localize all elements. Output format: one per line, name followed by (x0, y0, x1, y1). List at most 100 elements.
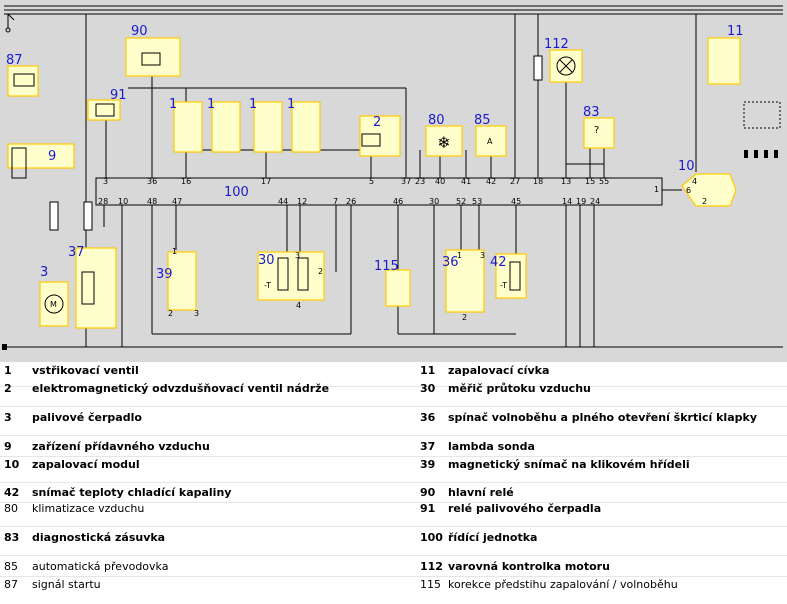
legend-left-text: diagnostická zásuvka (32, 531, 166, 544)
legend-right-text: řídící jednotka (448, 531, 538, 544)
legend-row: 9 zařízení přídavného vzduchu 37 lambda … (0, 438, 787, 457)
legend-left-text: palivové čerpadlo (32, 411, 142, 424)
label-85: 85 (474, 113, 491, 128)
legend-right-text: relé palivového čerpadla (448, 502, 602, 515)
wiring-diagram-svg: ❄ (0, 0, 787, 362)
lambda-heater-icon (81, 271, 95, 305)
component-36 (445, 249, 485, 313)
ecu-box (95, 177, 663, 206)
pin-label: 52 (456, 197, 466, 206)
label-83: 83 (583, 105, 600, 120)
component-1c-box (253, 101, 283, 153)
label-1b: 1 (207, 97, 215, 112)
distributor-icon (743, 101, 781, 129)
fuse-icon (533, 55, 543, 81)
spark-plug-3-icon (764, 150, 768, 158)
legend-right-text: magnetický snímač na klikovém hřídeli (448, 458, 690, 471)
injectors (173, 101, 321, 153)
relay-coil-icon (141, 52, 161, 66)
legend-row: 2 elektromagnetický odvzdušňovací ventil… (0, 380, 787, 407)
component-83-box (583, 117, 615, 149)
legend-right-text: lambda sonda (448, 440, 535, 453)
legend-right-number: 36 (420, 411, 436, 424)
legend-row: 1 vstřikovací ventil 11 zapalovací cívka (0, 362, 787, 387)
legend-right-number: 112 (420, 560, 443, 573)
pump-motor-icon (44, 294, 64, 314)
transmission-letter: A (487, 137, 493, 146)
label-36: 36 (442, 255, 459, 270)
pin-label: 3 (194, 309, 199, 318)
pin-label: 37 (401, 177, 411, 186)
pin-label: 41 (461, 177, 471, 186)
spark-plug-4-icon (774, 150, 778, 158)
pin-label: 42 (486, 177, 496, 186)
label-80: 80 (428, 113, 445, 128)
legend-right-number: 39 (420, 458, 436, 471)
wires-bottom (103, 205, 595, 347)
label-115: 115 (374, 259, 399, 274)
component-91 (87, 99, 121, 121)
start-switch-lever (7, 13, 15, 21)
component-80-box (425, 125, 463, 157)
pin-label: 23 (415, 177, 425, 186)
label-42: 42 (490, 255, 507, 270)
label-2: 2 (373, 115, 381, 130)
legend-table: 1 vstřikovací ventil 11 zapalovací cívka… (0, 362, 787, 604)
component-pins: 6 4 2 1 2 3 3 4 2 1 3 2 ? -T -T M A (50, 125, 707, 322)
ground-terminal (2, 344, 7, 350)
legend-right-text: hlavní relé (448, 486, 514, 499)
pin-label: -T (264, 281, 271, 290)
component-11-box (707, 37, 741, 85)
pin-label: 47 (172, 197, 182, 206)
legend-right-number: 90 (420, 486, 436, 499)
spark-plug-1-icon (744, 150, 748, 158)
legend-left-text: klimatizace vzduchu (32, 502, 145, 515)
component-115 (385, 269, 411, 307)
pin-label: 14 (562, 197, 572, 206)
wiring-diagram: ❄ (0, 0, 787, 362)
component-36-box (445, 249, 485, 313)
component-39 (167, 251, 197, 311)
legend-row: 42 snímač teploty chladící kapaliny 90 h… (0, 484, 787, 503)
component-115-box (385, 269, 411, 307)
component-87-box (7, 65, 39, 97)
start-signal-icon (13, 73, 35, 87)
label-30: 30 (258, 253, 275, 268)
legend-left-number: 42 (4, 486, 20, 499)
aux-air-icon (11, 147, 27, 179)
pin-label: 17 (261, 177, 271, 186)
component-37-box (75, 247, 117, 329)
component-10 (681, 173, 737, 207)
label-91: 91 (110, 88, 127, 103)
component-90 (125, 37, 181, 77)
fuel-relay-icon (95, 103, 115, 117)
component-1a-box (173, 101, 203, 153)
label-39: 39 (156, 267, 173, 282)
pin-label: 45 (511, 197, 521, 206)
legend-right-text: spínač volnoběhu a plného otevření škrti… (448, 411, 757, 424)
fuse-2-icon (49, 201, 59, 231)
pin-label: -T (500, 281, 507, 290)
spark-plug-2-icon (754, 150, 758, 158)
component-labels: 87 90 91 9 1 1 1 1 2 80 85 112 83 11 10 … (6, 24, 744, 282)
legend-right-text: zapalovací cívka (448, 364, 550, 377)
legend-left-number: 3 (4, 411, 12, 424)
label-100: 100 (224, 185, 249, 200)
pin-label: 28 (98, 197, 108, 206)
component-91-box (87, 99, 121, 121)
component-30 (257, 251, 325, 301)
component-83 (583, 117, 615, 149)
pin-label: 40 (435, 177, 445, 186)
legend-left-number: 1 (4, 364, 12, 377)
component-30-box (257, 251, 325, 301)
pin-label: 1 (172, 247, 177, 256)
legend-left-text: zapalovací modul (32, 458, 140, 471)
legend-right-number: 100 (420, 531, 443, 544)
pin-label: 53 (472, 197, 482, 206)
pin-label: 2 (318, 267, 323, 276)
legend-right-number: 115 (420, 578, 441, 591)
component-39-box (167, 251, 197, 311)
label-11: 11 (727, 24, 744, 39)
pump-motor-letter: M (50, 300, 57, 309)
pin-label: 12 (297, 197, 307, 206)
